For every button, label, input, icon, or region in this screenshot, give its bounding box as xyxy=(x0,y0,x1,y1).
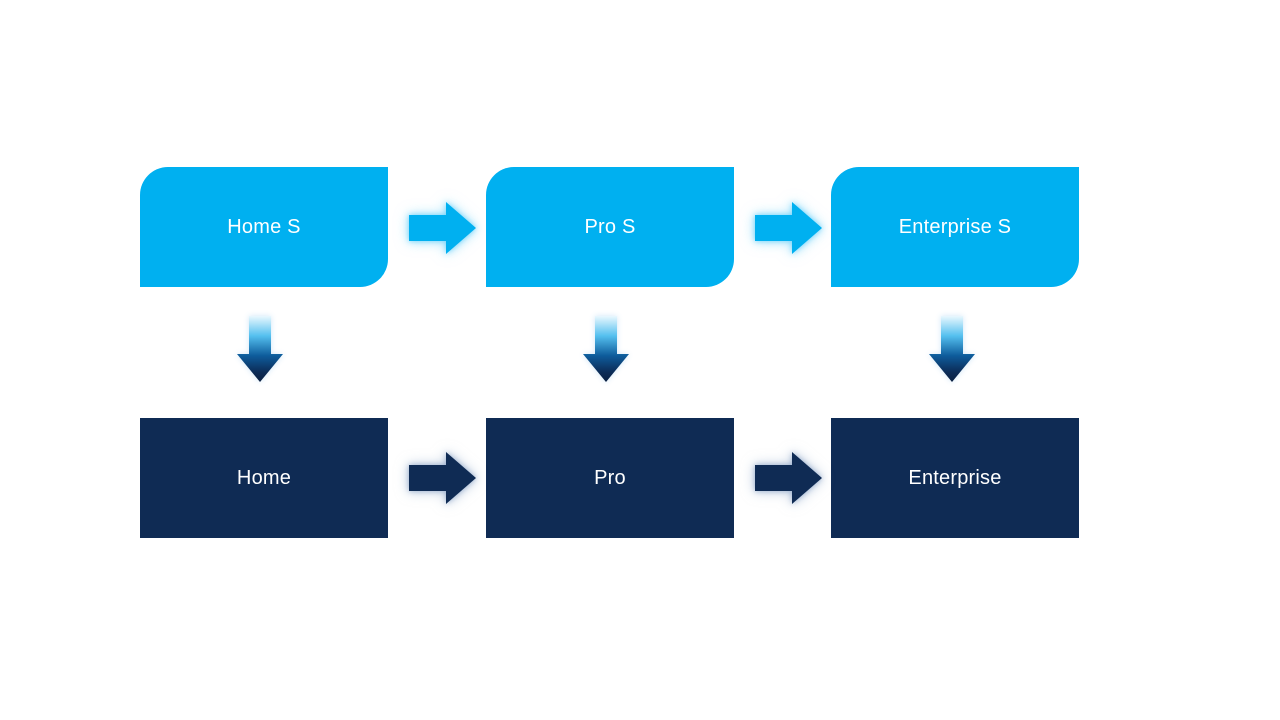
node-label: Enterprise xyxy=(908,466,1002,489)
right-arrow-icon xyxy=(409,202,476,254)
node-enterprise: Enterprise xyxy=(831,418,1079,538)
right-arrow-icon xyxy=(755,202,822,254)
right-arrow-icon xyxy=(409,452,476,504)
node-label: Home xyxy=(236,466,292,489)
node-home: Home xyxy=(140,418,388,538)
node-pro: Pro xyxy=(486,418,734,538)
node-home-s: Home S xyxy=(140,167,388,287)
node-label: Home S xyxy=(227,215,301,238)
node-label: Pro xyxy=(594,466,626,489)
node-pro-s: Pro S xyxy=(486,167,734,287)
down-arrow-icon xyxy=(236,316,284,382)
node-label: Pro S xyxy=(584,215,636,238)
node-label: Enterprise S xyxy=(898,215,1012,238)
node-enterprise-s: Enterprise S xyxy=(831,167,1079,287)
right-arrow-icon xyxy=(755,452,822,504)
down-arrow-icon xyxy=(582,316,630,382)
down-arrow-icon xyxy=(928,316,976,382)
